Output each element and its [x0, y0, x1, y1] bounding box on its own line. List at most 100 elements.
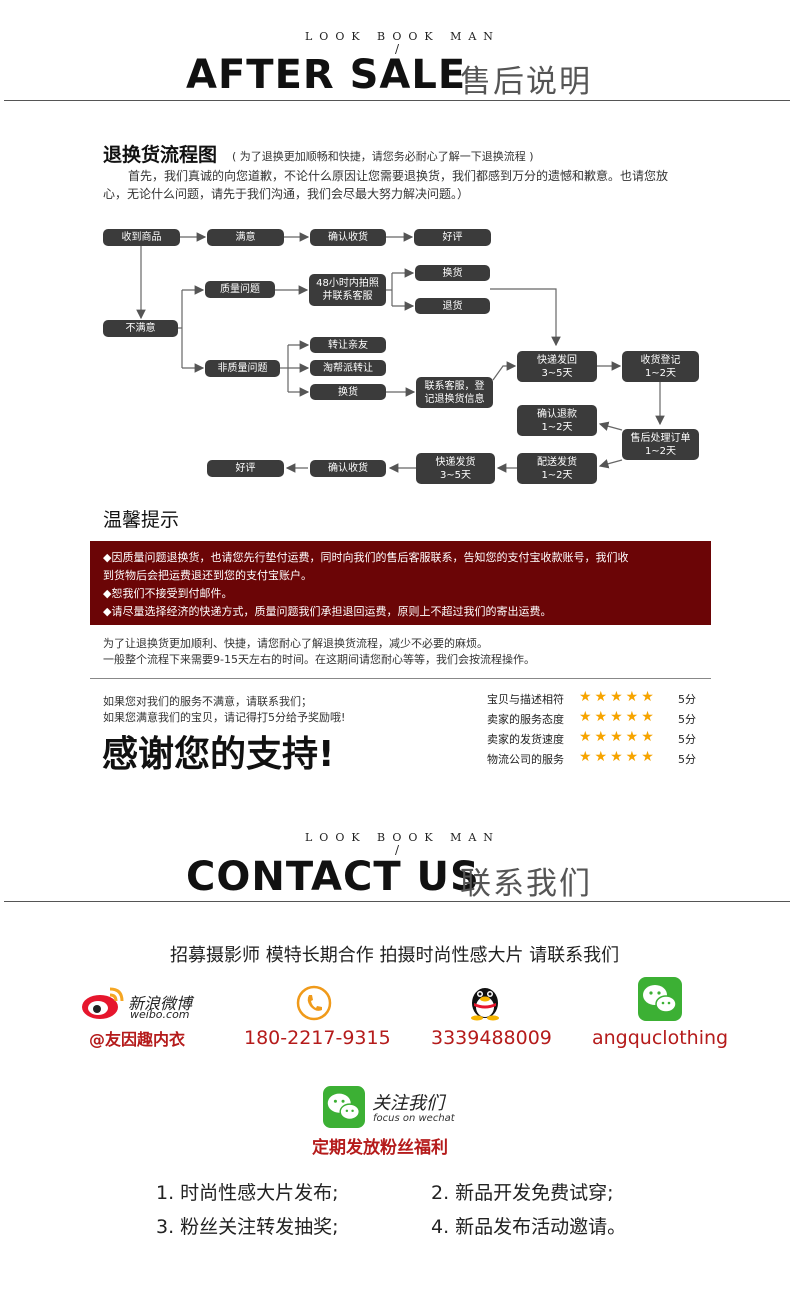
- flow-node-confirm-refund: 确认退款 1~2天: [517, 405, 597, 436]
- tips-divider: [90, 678, 711, 679]
- rating-score: 5分: [678, 753, 696, 766]
- flow-node-deliver: 配送发货 1~2天: [517, 453, 597, 484]
- qq-number[interactable]: 3339488009: [431, 1027, 552, 1049]
- header-divider: [4, 100, 790, 101]
- star-icon: ★★★★★: [579, 729, 657, 745]
- flow-node-aftersale-label: 售后处理订单: [630, 432, 691, 444]
- flow-node-transfer: 转让亲友: [310, 337, 386, 353]
- flow-node-praise-1: 好评: [414, 229, 491, 246]
- flow-node-quality: 质量问题: [205, 281, 275, 298]
- welfare-item: 4. 新品发布活动邀请。: [431, 1216, 627, 1238]
- welfare-title: 定期发放粉丝福利: [312, 1138, 448, 1158]
- flow-node-taobao: 淘帮派转让: [310, 360, 386, 376]
- rating-score: 5分: [678, 713, 696, 726]
- star-icon: ★★★★★: [579, 689, 657, 705]
- rating-label: 物流公司的服务: [487, 753, 564, 766]
- follow-label-en: focus on wechat: [373, 1113, 455, 1124]
- flow-node-refund-days: 1~2天: [541, 421, 573, 433]
- welfare-item: 1. 时尚性感大片发布;: [156, 1182, 339, 1204]
- flow-node-deliver-label: 配送发货: [537, 456, 577, 468]
- contact-us-title: CONTACT US: [186, 854, 480, 900]
- after-sale-title-cn: 售后说明: [460, 64, 592, 100]
- rating-row: 卖家的服务态度 ★★★★★ 5分: [487, 709, 707, 728]
- lookbook-slash-2: /: [395, 843, 400, 857]
- flow-node-return: 退货: [415, 298, 490, 314]
- follow-label-cn: 关注我们: [372, 1093, 444, 1114]
- thanks-line-2: 如果您满意我们的宝贝，请记得打5分给予奖励哦!: [103, 711, 346, 724]
- tips-title: 温馨提示: [103, 509, 180, 531]
- rating-score: 5分: [678, 693, 696, 706]
- rating-row: 物流公司的服务 ★★★★★ 5分: [487, 749, 707, 768]
- qq-penguin-icon[interactable]: [466, 981, 504, 1021]
- tips-line-3: ◆恕我们不接受到付邮件。: [103, 587, 233, 600]
- flow-node-receipt-days: 1~2天: [644, 367, 677, 379]
- flow-node-express-send: 快递发回 3~5天: [517, 351, 597, 382]
- rating-row: 卖家的发货速度 ★★★★★ 5分: [487, 729, 707, 748]
- recruit-line: 招募摄影师 模特长期合作 拍摄时尚性感大片 请联系我们: [170, 945, 620, 966]
- contact-us-title-cn: 联系我们: [460, 866, 592, 902]
- rating-label: 卖家的发货速度: [487, 733, 564, 746]
- star-icon: ★★★★★: [579, 749, 657, 765]
- flow-node-photo: 48小时内拍照 并联系客服: [309, 274, 386, 306]
- flow-node-express-ship-days: 3~5天: [439, 469, 472, 481]
- flow-node-express-send-days: 3~5天: [541, 367, 573, 379]
- flow-node-confirm-1: 确认收货: [310, 229, 386, 246]
- lookbook-label-2: LOOK BOOK MAN: [305, 831, 500, 844]
- flow-node-exchange-1: 换货: [415, 265, 490, 281]
- flow-node-contact-line1: 联系客服，登: [424, 380, 485, 392]
- flow-node-satisfied: 满意: [207, 229, 284, 246]
- tips-line-4: ◆请尽量选择经济的快递方式，质量问题我们承担退回运费，原则上不超过我们的寄出运费…: [103, 605, 552, 618]
- flow-node-express-send-label: 快递发回: [537, 354, 577, 366]
- tips-line-1: ◆因质量问题退换货，也请您先行垫付运费，同时向我们的售后客服联系，告知您的支付宝…: [103, 551, 629, 564]
- lookbook-label: LOOK BOOK MAN: [305, 30, 500, 43]
- weibo-account[interactable]: @友因趣内衣: [89, 1030, 186, 1049]
- weibo-label-en: weibo.com: [130, 1008, 190, 1021]
- flow-node-receipt-label: 收货登记: [640, 354, 681, 366]
- rating-label: 卖家的服务态度: [487, 713, 564, 726]
- tips-note-2: 一般整个流程下来需要9-15天左右的时间。在这期间请您耐心等等，我们会按流程操作…: [103, 653, 535, 666]
- tips-line-2: 到货物后会把运费退还到您的支付宝账户。: [103, 569, 312, 582]
- flow-node-confirm-2: 确认收货: [310, 460, 386, 477]
- tips-panel: ◆因质量问题退换货，也请您先行垫付运费，同时向我们的售后客服联系，告知您的支付宝…: [90, 541, 711, 625]
- flow-node-photo-line1: 48小时内拍照: [316, 278, 379, 289]
- wechat-follow-icon[interactable]: [323, 1086, 365, 1128]
- flow-node-aftersale-order: 售后处理订单 1~2天: [622, 429, 699, 460]
- flow-node-exchange-2: 换货: [310, 384, 386, 400]
- flow-node-refund-label: 确认退款: [537, 408, 577, 420]
- flow-node-aftersale-days: 1~2天: [644, 445, 677, 457]
- contact-divider: [4, 901, 790, 902]
- flow-node-contact-line2: 记退换货信息: [424, 393, 485, 405]
- thanks-big: 感谢您的支持!: [102, 734, 335, 775]
- weibo-icon[interactable]: [80, 985, 125, 1021]
- after-sale-title: AFTER SALE: [186, 52, 467, 98]
- flow-node-express-ship: 快递发货 3~5天: [416, 453, 495, 484]
- flow-node-nonquality: 非质量问题: [205, 360, 280, 377]
- thanks-line-1: 如果您对我们的服务不满意，请联系我们；: [103, 695, 312, 708]
- flow-node-deliver-days: 1~2天: [541, 469, 573, 481]
- welfare-item: 2. 新品开发免费试穿;: [431, 1182, 614, 1204]
- rating-label: 宝贝与描述相符: [487, 693, 564, 706]
- welfare-item: 3. 粉丝关注转发抽奖;: [156, 1216, 339, 1238]
- lookbook-slash: /: [395, 42, 400, 56]
- process-subtitle: ( 为了退换更加顺畅和快捷，请您务必耐心了解一下退换流程 ): [232, 150, 534, 163]
- process-intro-1: 首先，我们真诚的向您道歉，不论什么原因让您需要退换货，我们都感到万分的遗憾和歉意…: [128, 169, 669, 183]
- process-intro-2: 心，无论什么问题，请先于我们沟通，我们会尽最大努力解决问题。）: [103, 187, 470, 201]
- flow-node-photo-line2: 并联系客服: [322, 291, 373, 302]
- phone-icon[interactable]: [296, 985, 332, 1021]
- rating-score: 5分: [678, 733, 696, 746]
- tips-note-1: 为了让退换货更加顺利、快捷，请您耐心了解退换货流程，减少不必要的麻烦。: [103, 637, 488, 650]
- wechat-icon[interactable]: [638, 977, 682, 1021]
- flow-node-express-ship-label: 快递发货: [435, 456, 476, 468]
- flow-node-praise-2: 好评: [207, 460, 284, 477]
- weibo-label-cn: 新浪微博: [128, 994, 193, 1013]
- flow-node-receive: 收到商品: [103, 229, 180, 246]
- process-title: 退换货流程图: [103, 144, 218, 166]
- flow-node-contact-service: 联系客服，登 记退换货信息: [416, 377, 493, 408]
- phone-number[interactable]: 180-2217-9315: [244, 1027, 391, 1049]
- flow-node-receipt-register: 收货登记 1~2天: [622, 351, 699, 382]
- flow-node-unsatisfied: 不满意: [103, 320, 178, 337]
- rating-row: 宝贝与描述相符 ★★★★★ 5分: [487, 689, 707, 708]
- wechat-account[interactable]: angquclothing: [592, 1027, 729, 1049]
- flow-connectors: [136, 232, 665, 473]
- star-icon: ★★★★★: [579, 709, 657, 725]
